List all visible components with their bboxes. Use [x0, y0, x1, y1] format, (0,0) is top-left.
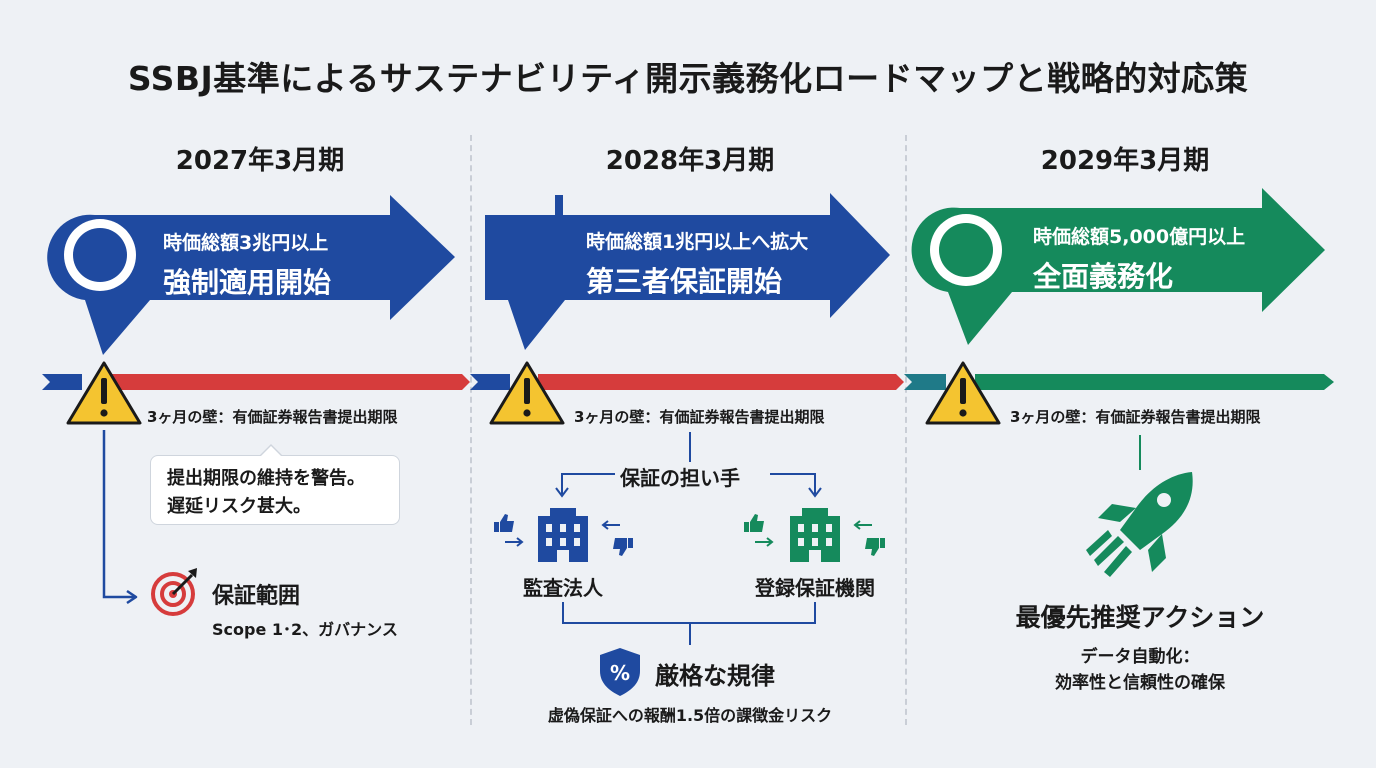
thumbs-down-icon [613, 538, 633, 556]
thumbs-down-icon [865, 538, 885, 556]
banner-2027-subtitle: 時価総額3兆円以上 [163, 232, 329, 254]
warning-icon [66, 361, 142, 425]
warning-callout: 提出期限の維持を警告。 遅延リスク甚大。 [150, 444, 400, 525]
warning-icon [925, 361, 1001, 425]
arrow-right-icon [505, 537, 524, 547]
banner-arrow-2028 [485, 193, 890, 350]
svg-text:%: % [610, 661, 630, 685]
arrow-right-icon [755, 537, 774, 547]
banner-arrow-2027 [47, 195, 456, 355]
period-heading-2027: 2027年3月期 [175, 146, 345, 176]
deadline-wall-label-2027: 3ヶ月の壁：有価証券報告書提出期限 [147, 408, 398, 426]
rocket-icon [1086, 472, 1193, 577]
banner-2027-heading: 強制適用開始 [163, 266, 332, 299]
banner-2029-subtitle: 時価総額5,000億円以上 [1033, 226, 1246, 248]
action-title: 最優先推奨アクション [1015, 603, 1265, 632]
arrow-left-icon [601, 520, 620, 530]
thumbs-up-icon [744, 514, 764, 532]
scope-title: 保証範囲 [212, 584, 301, 609]
action-line: データ自動化： [1080, 647, 1200, 667]
banner-arrow-2029 [911, 188, 1325, 345]
provider-audit-firm: 監査法人 [523, 576, 603, 600]
callout-line: 提出期限の維持を警告。 [167, 468, 365, 489]
column-divider [905, 135, 907, 725]
deadline-wall-label-2028: 3ヶ月の壁：有価証券報告書提出期限 [574, 408, 825, 426]
discipline-detail: 虚偽保証への報酬1.5倍の課徴金リスク [547, 706, 833, 725]
page-title: SSBJ基準によるサステナビリティ開示義務化ロードマップと戦略的対応策 [127, 59, 1249, 98]
timeline-band [42, 374, 1334, 390]
banner-2028-heading: 第三者保証開始 [586, 265, 783, 298]
action-line: 効率性と信頼性の確保 [1055, 673, 1225, 693]
arrow-left-icon [853, 520, 872, 530]
period-heading-2028: 2028年3月期 [605, 146, 775, 176]
scope-connector [102, 430, 138, 605]
discipline-title: 厳格な規律 [655, 662, 775, 690]
banner-2029-heading: 全面義務化 [1033, 260, 1174, 293]
banner-2029-text: 時価総額5,000億円以上 全面義務化 [1033, 222, 1245, 295]
assurance-connectors [555, 432, 822, 645]
provider-registered-body: 登録保証機関 [755, 576, 875, 600]
scope-detail: Scope 1･2、ガバナンス [212, 620, 398, 639]
banner-2027-text: 時価総額3兆円以上 強制適用開始 [163, 228, 331, 301]
period-heading-2029: 2029年3月期 [1040, 146, 1210, 176]
warning-icon [489, 361, 565, 425]
banner-2028-text: 時価総額1兆円以上へ拡大 第三者保証開始 [586, 227, 808, 300]
target-icon [151, 568, 197, 616]
shield-percent-icon: % [600, 648, 640, 696]
thumbs-up-icon [494, 514, 514, 532]
deadline-wall-label-2029: 3ヶ月の壁：有価証券報告書提出期限 [1010, 408, 1261, 426]
column-divider [470, 135, 472, 725]
banner-2028-subtitle: 時価総額1兆円以上へ拡大 [586, 231, 809, 253]
building-icon [538, 508, 588, 562]
building-icon [790, 508, 840, 562]
assurance-providers-label: 保証の担い手 [620, 466, 740, 490]
callout-line: 遅延リスク甚大。 [167, 496, 311, 517]
